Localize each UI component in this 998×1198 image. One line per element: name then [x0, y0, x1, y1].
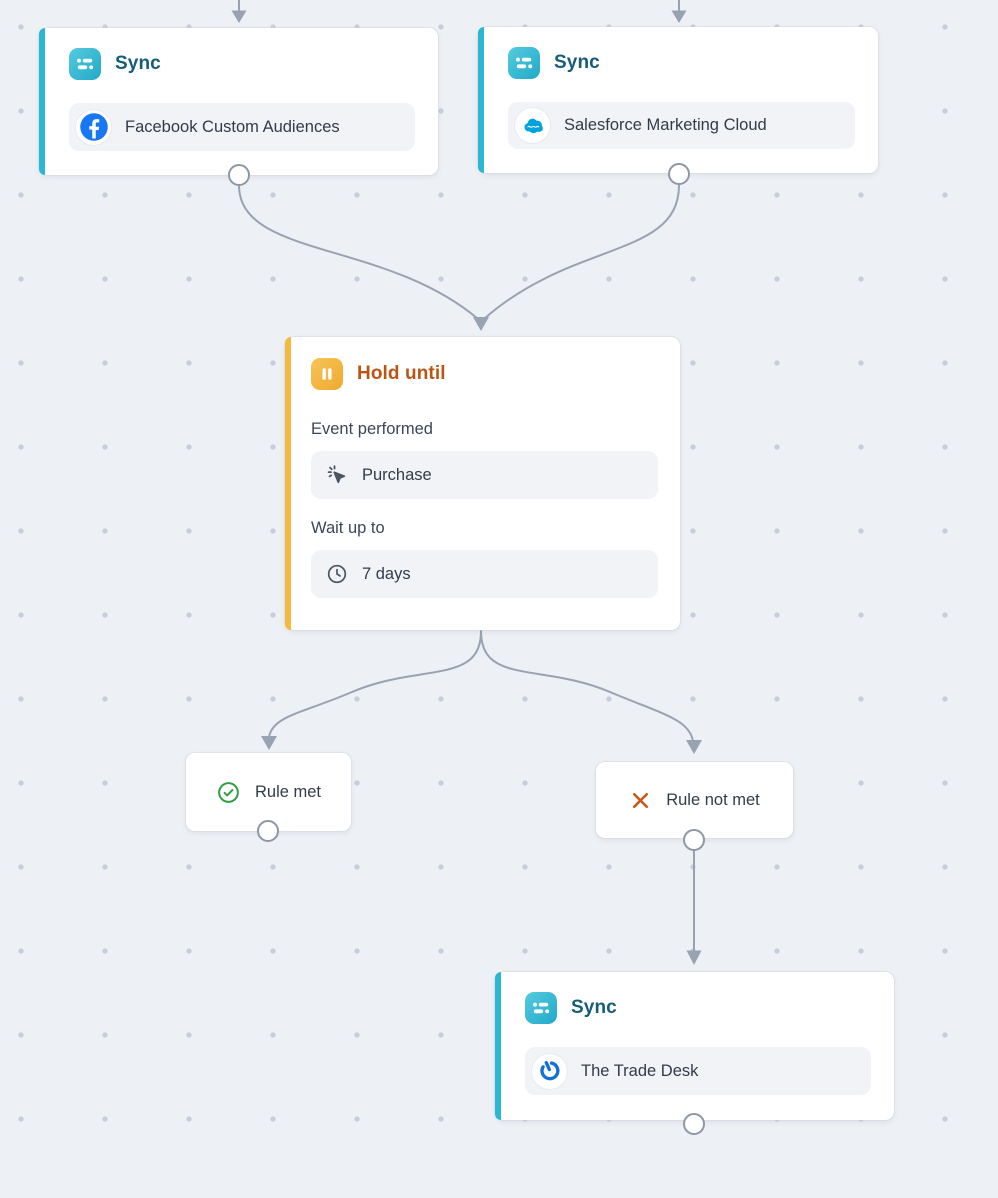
port-sync-facebook-out[interactable]	[228, 164, 250, 186]
node-accent-stripe	[39, 28, 45, 175]
sync-icon	[525, 992, 557, 1024]
node-accent-stripe	[478, 27, 484, 173]
arrowhead-into-hold	[473, 317, 489, 331]
wait-value: 7 days	[362, 564, 411, 583]
event-pill: Purchase	[311, 451, 658, 499]
tradedesk-icon	[532, 1053, 567, 1089]
arrowhead-into-rule-not-met	[686, 740, 702, 754]
edge-hold-to-rule-not-met	[480, 630, 694, 742]
port-sync-salesforce-out[interactable]	[668, 163, 690, 185]
node-header: Sync	[69, 48, 415, 80]
destination-pill-tradedesk: The Trade Desk	[525, 1047, 871, 1095]
destination-label: The Trade Desk	[581, 1061, 699, 1080]
sync-node-salesforce[interactable]: Sync Sale	[478, 27, 878, 173]
event-performed-label: Event performed	[311, 420, 433, 438]
x-icon	[629, 789, 652, 812]
arrowhead-into-rule-met	[261, 736, 277, 750]
clock-icon	[325, 562, 349, 586]
arrowhead-into-sync-tradedesk	[686, 950, 702, 965]
node-accent-stripe	[285, 337, 291, 630]
destination-label: Facebook Custom Audiences	[125, 117, 340, 136]
salesforce-icon	[515, 108, 550, 143]
port-rule-not-met-out[interactable]	[683, 829, 705, 851]
node-title: Sync	[115, 53, 161, 74]
sync-node-facebook[interactable]: Sync Facebook Custom Audiences	[39, 28, 438, 175]
edge-hold-to-rule-met	[268, 630, 482, 738]
node-header: Sync	[508, 47, 855, 79]
check-circle-icon	[216, 780, 241, 805]
destination-pill-salesforce: Salesforce Marketing Cloud	[508, 102, 855, 149]
facebook-icon	[76, 109, 111, 145]
event-value: Purchase	[362, 465, 432, 484]
arrowhead-into-sync-facebook	[231, 10, 247, 23]
edge-salesforce-to-hold	[483, 184, 680, 320]
node-header: Hold until	[311, 358, 658, 390]
wait-up-to-label: Wait up to	[311, 519, 385, 537]
port-sync-tradedesk-out[interactable]	[683, 1113, 705, 1135]
node-title: Hold until	[357, 363, 446, 384]
wait-pill: 7 days	[311, 550, 658, 598]
node-title: Sync	[554, 52, 600, 73]
rule-met-node[interactable]: Rule met	[186, 753, 351, 831]
sync-node-tradedesk[interactable]: Sync The Trade Desk	[495, 972, 894, 1120]
sync-icon	[508, 47, 540, 79]
node-header: Sync	[525, 992, 871, 1024]
rule-met-label: Rule met	[254, 782, 322, 801]
node-title: Sync	[571, 997, 617, 1018]
node-accent-stripe	[495, 972, 501, 1120]
arrowhead-into-sync-salesforce	[671, 10, 687, 23]
edge-facebook-to-hold	[238, 184, 479, 320]
cursor-click-icon	[325, 463, 349, 487]
hold-until-node[interactable]: Hold until Event performed Purchase Wait…	[285, 337, 680, 630]
destination-pill-facebook: Facebook Custom Audiences	[69, 103, 415, 151]
sync-icon	[69, 48, 101, 80]
rule-not-met-node[interactable]: Rule not met	[596, 762, 793, 838]
rule-not-met-label: Rule not met	[666, 790, 760, 809]
pause-icon	[311, 358, 343, 390]
port-rule-met-out[interactable]	[257, 820, 279, 842]
destination-label: Salesforce Marketing Cloud	[564, 116, 767, 134]
